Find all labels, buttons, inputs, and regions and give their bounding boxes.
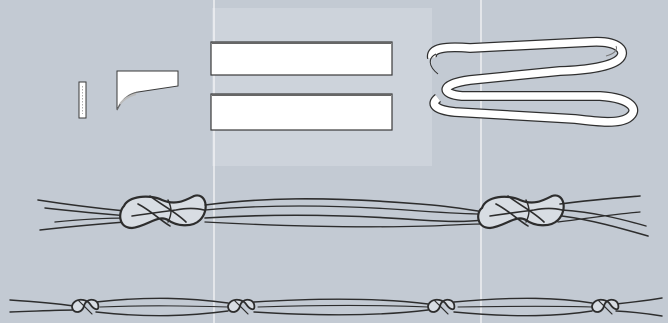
- stitch-lines: [218, 87, 379, 145]
- stitched-strip: [210, 87, 393, 145]
- chain-knot-1: [71, 298, 100, 315]
- chain-knot-4: [591, 298, 620, 315]
- strip-panel: [212, 8, 432, 166]
- chain-knot-3: [427, 298, 456, 315]
- folded-tab: [116, 70, 179, 111]
- chained-knot-rope: [9, 297, 663, 317]
- narrow-strip: [78, 81, 87, 119]
- looped-band: [426, 36, 639, 127]
- square-knot-rope: [37, 194, 649, 237]
- chain-knot-2: [227, 298, 256, 315]
- blank-strip: [210, 41, 393, 76]
